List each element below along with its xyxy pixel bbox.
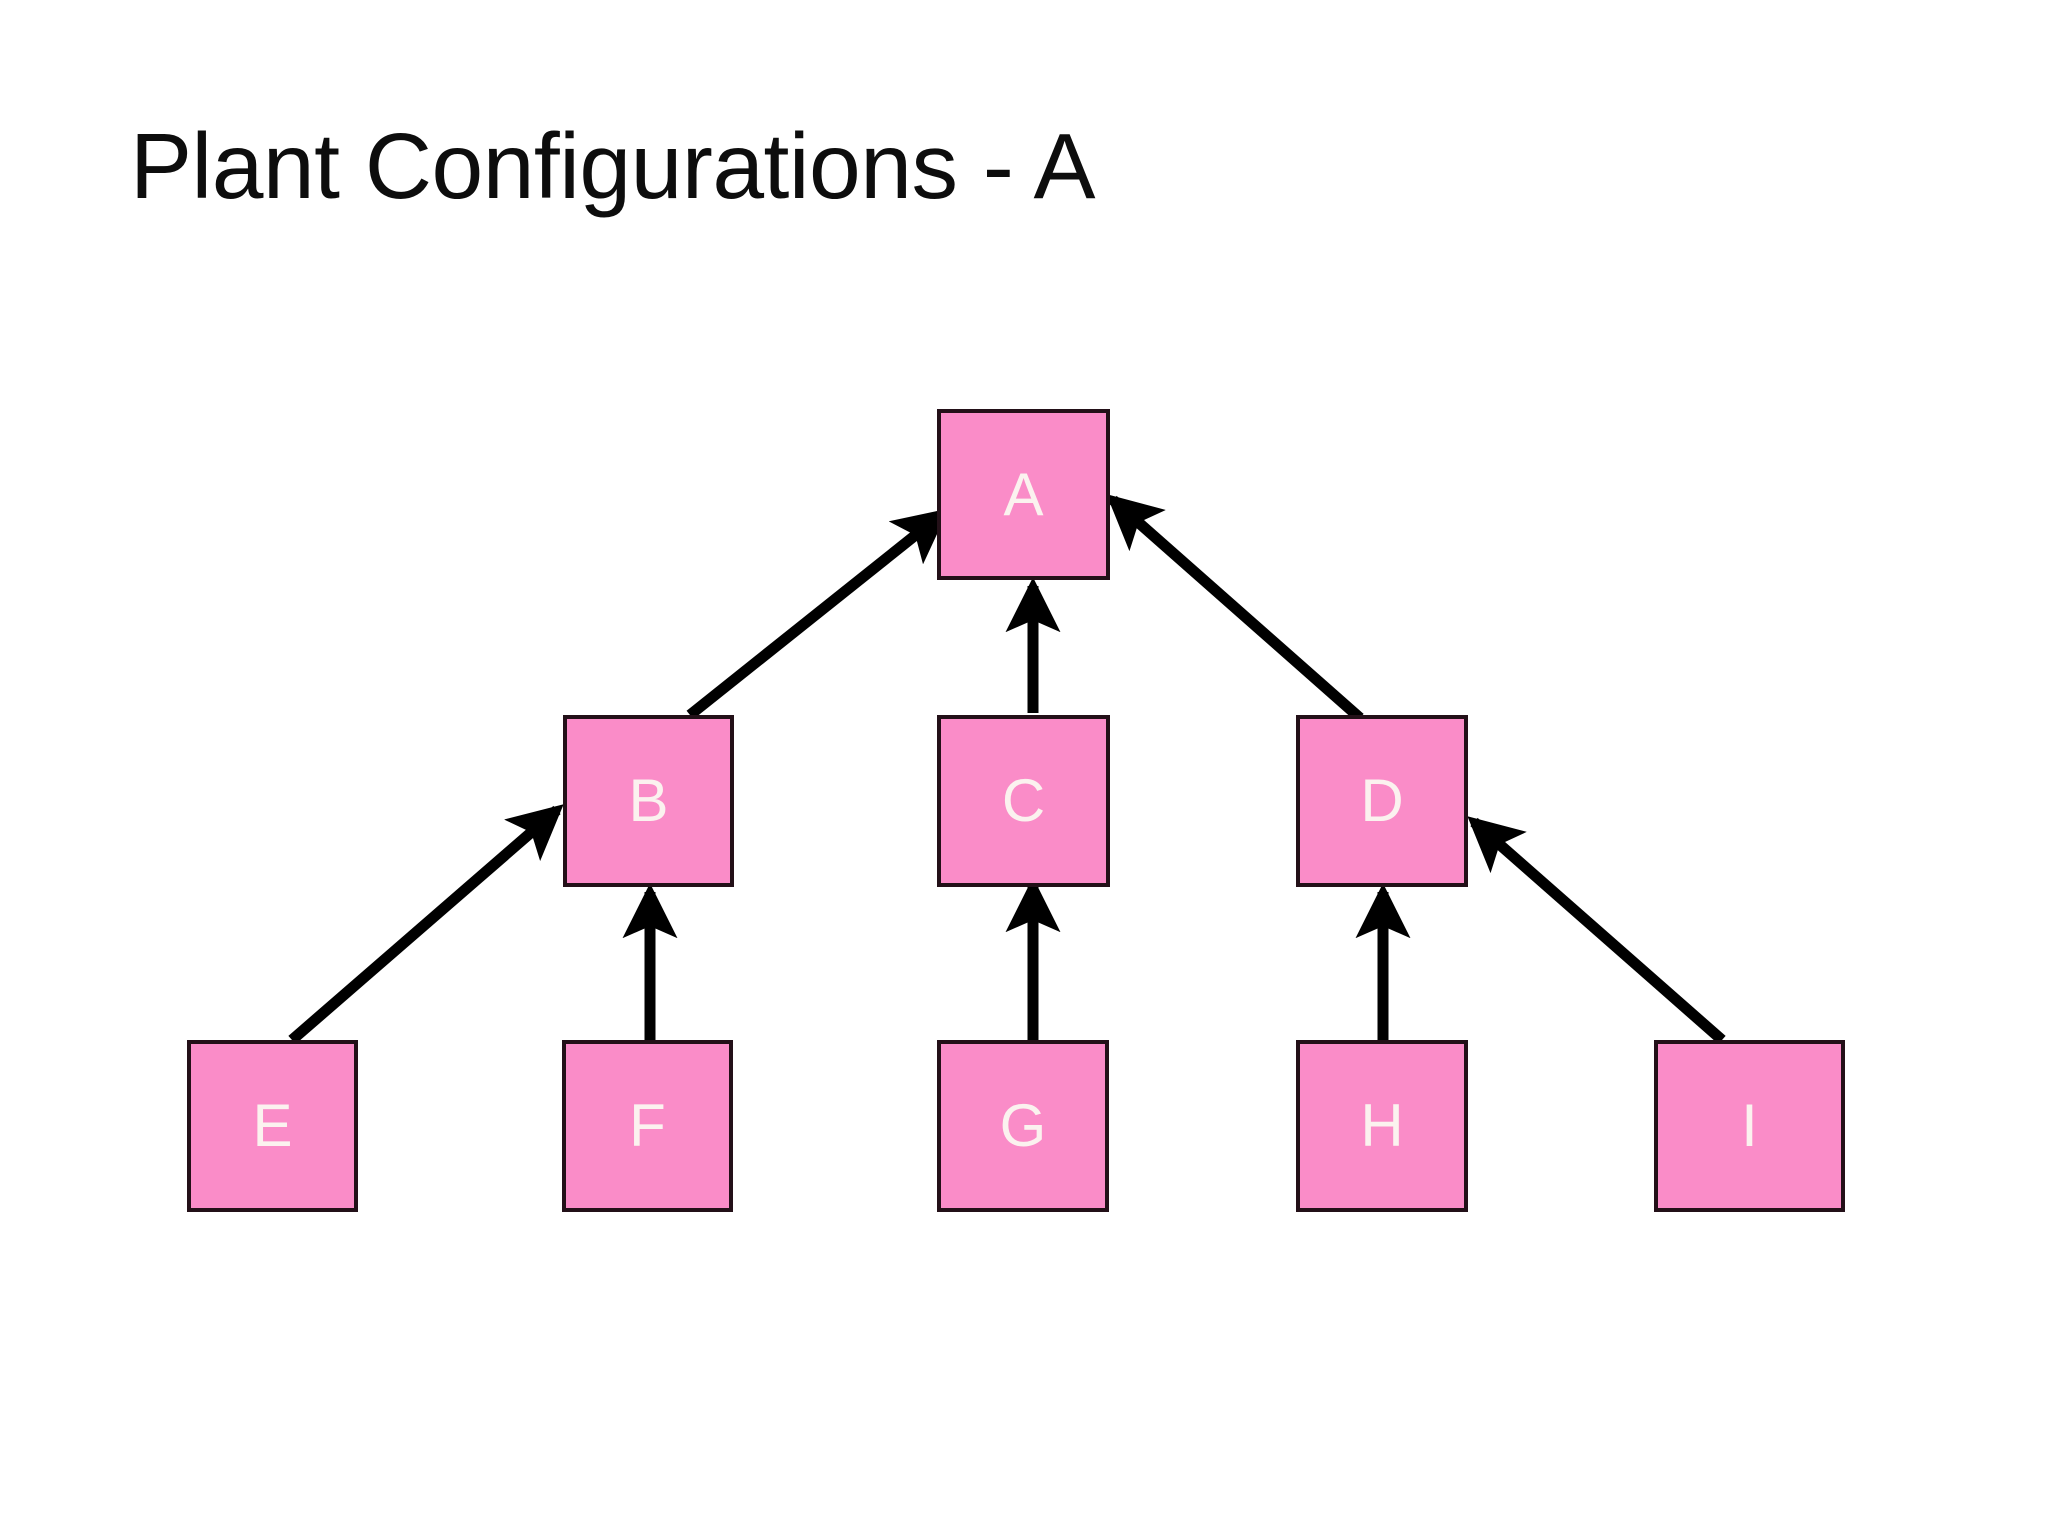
node-label: E [252,1092,293,1159]
node-e[interactable]: E [187,1040,358,1212]
node-d[interactable]: D [1296,715,1468,887]
node-a[interactable]: A [937,409,1110,580]
node-label: B [628,767,669,834]
node-g[interactable]: G [937,1040,1109,1212]
node-label: D [1360,767,1404,834]
edge-e-to-b [288,804,564,1045]
node-label: F [629,1092,666,1159]
node-h[interactable]: H [1296,1040,1468,1212]
node-label: I [1741,1092,1758,1159]
node-c[interactable]: C [937,715,1110,887]
node-i[interactable]: I [1654,1040,1845,1212]
node-f[interactable]: F [562,1040,733,1212]
node-label: H [1360,1092,1404,1159]
edge-b-to-a [686,508,949,720]
node-label: A [1003,460,1044,528]
edge-d-to-a [1106,494,1364,723]
page-title: Plant Configurations - A [130,114,1096,218]
edge-i-to-d [1467,816,1726,1045]
node-label: G [999,1092,1047,1159]
node-b[interactable]: B [563,715,734,887]
node-label: C [1001,767,1046,834]
